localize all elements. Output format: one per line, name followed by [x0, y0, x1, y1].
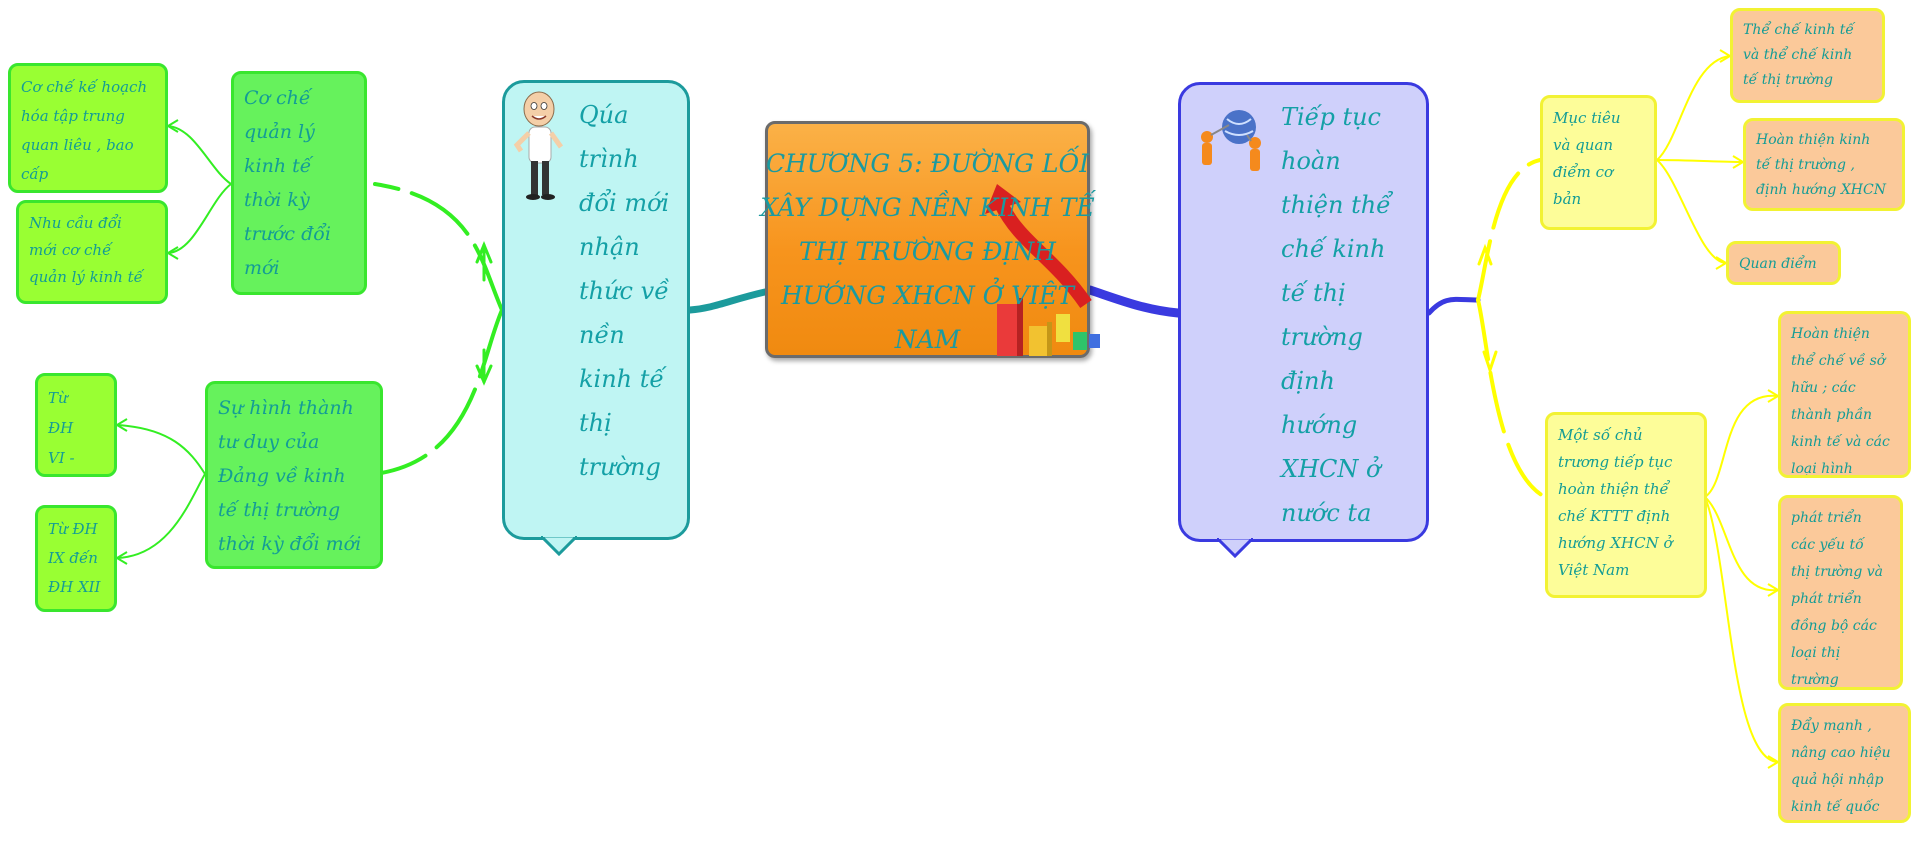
bubble-tail [541, 536, 577, 556]
node-su-hinh-thanh-tu-duy[interactable]: Sự hình thành tư duy của Đảng về kinh tế… [205, 381, 383, 569]
leaf-hoan-thien-the-che-so-huu[interactable]: Hoàn thiện thể chế về sở hữu ; các thành… [1778, 311, 1911, 478]
node-co-che-quan-ly[interactable]: Cơ chế quản lý kinh tế thời kỳ trước đổi… [231, 71, 367, 295]
leaf-quan-diem[interactable]: Quan điểm [1726, 241, 1841, 285]
connector-green1-leaves [166, 119, 232, 260]
leaf-hoan-thien-kinh-te-label: Hoàn thiện kinh tế thị trường , định hướ… [1756, 132, 1886, 198]
left-main-topic[interactable]: Qúa trình đổi mới nhận thức về nền kinh … [502, 80, 690, 556]
leaf-phat-trien-yeu-to-thi-truong-label: phát triển các yếu tố thị trường và phát… [1791, 510, 1884, 688]
connector-yellow1-leaves [1656, 49, 1745, 270]
leaf-nhu-cau-doi-moi[interactable]: Nhu cầu đổi mới cơ chế quản lý kinh tế [16, 200, 168, 304]
central-topic-title: CHƯƠNG 5: ĐƯỜNG LỐI XÂY DỰNG NỀN KINH TẾ… [760, 149, 1095, 354]
leaf-hoan-thien-kinh-te[interactable]: Hoàn thiện kinh tế thị trường , định hướ… [1743, 118, 1905, 211]
leaf-co-che-ke-hoach-label: Cơ chế kế hoạch hóa tập trung quan liêu … [21, 78, 148, 183]
central-topic[interactable]: CHƯƠNG 5: ĐƯỜNG LỐI XÂY DỰNG NỀN KINH TẾ… [760, 121, 1100, 358]
node-su-hinh-thanh-tu-duy-label: Sự hình thành tư duy của Đảng về kinh tế… [218, 397, 362, 555]
leaf-phat-trien-yeu-to-thi-truong[interactable]: phát triển các yếu tố thị trường và phát… [1778, 495, 1903, 690]
bar-chart-arrow-icon [985, 184, 1100, 356]
leaf-co-che-ke-hoach[interactable]: Cơ chế kế hoạch hóa tập trung quan liêu … [8, 63, 168, 193]
connector-center-right [1085, 285, 1183, 318]
people-globe-network-icon [1201, 110, 1261, 171]
leaf-quan-diem-label: Quan điểm [1739, 256, 1817, 272]
bubble-tail [1217, 538, 1253, 558]
leaf-nhu-cau-doi-moi-label: Nhu cầu đổi mới cơ chế quản lý kinh tế [29, 214, 143, 286]
leaf-day-manh-hoi-nhap-label: Đẩy mạnh , nâng cao hiệu quả hội nhập ki… [1791, 718, 1891, 815]
leaf-hoan-thien-the-che-so-huu-label: Hoàn thiện thể chế về sở hữu ; các thành… [1791, 326, 1890, 477]
node-muc-tieu-quan-diem-label: Mục tiêu và quan điểm cơ bản [1553, 109, 1621, 208]
leaf-tu-dh-ix-label: Từ ĐH IX đến ĐH XII [48, 520, 101, 596]
connector-yellow2-leaves [1704, 389, 1780, 769]
leaf-tu-dh-vi[interactable]: Từ ĐH VI - [35, 373, 117, 477]
leaf-tu-dh-vi-label: Từ ĐH VI - [48, 389, 75, 467]
leaf-tu-dh-ix[interactable]: Từ ĐH IX đến ĐH XII [35, 505, 117, 612]
cartoon-man-thumbs-up-icon [513, 91, 564, 200]
connector-center-left [686, 288, 769, 314]
left-main-topic-label: Qúa trình đổi mới nhận thức về nền kinh … [579, 101, 670, 481]
leaf-the-che-kinh-te-label: Thể chế kinh tế và thể chế kinh tế thị t… [1743, 22, 1855, 88]
node-muc-tieu-quan-diem[interactable]: Mục tiêu và quan điểm cơ bản [1540, 95, 1657, 230]
node-co-che-quan-ly-label: Cơ chế quản lý kinh tế thời kỳ trước đổi… [244, 87, 331, 279]
node-mot-so-chu-truong[interactable]: Một số chủ trương tiếp tục hoàn thiện th… [1545, 412, 1707, 598]
right-main-topic[interactable]: Tiếp tục hoàn thiện thể chế kinh tế thị … [1178, 82, 1429, 558]
connector-right-bubble-group [1426, 158, 1547, 499]
leaf-the-che-kinh-te[interactable]: Thể chế kinh tế và thể chế kinh tế thị t… [1730, 8, 1885, 103]
connector-left-bubble-group [373, 182, 504, 476]
leaf-day-manh-hoi-nhap[interactable]: Đẩy mạnh , nâng cao hiệu quả hội nhập ki… [1778, 703, 1911, 823]
connector-green2-leaves [115, 418, 206, 565]
right-main-topic-label: Tiếp tục hoàn thiện thể chế kinh tế thị … [1281, 103, 1391, 527]
node-mot-so-chu-truong-label: Một số chủ trương tiếp tục hoàn thiện th… [1558, 426, 1673, 579]
